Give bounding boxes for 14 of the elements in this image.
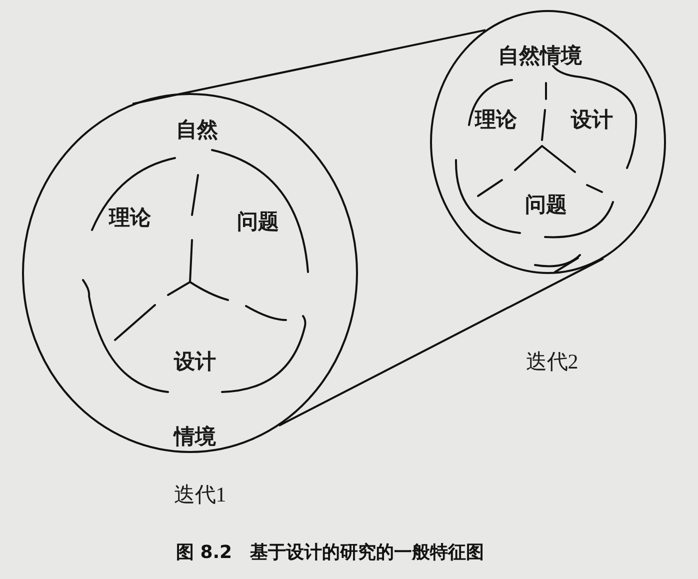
circle-label: 自然 bbox=[176, 118, 218, 142]
iteration-label: 迭代1 bbox=[174, 483, 226, 507]
sector-label: 理论 bbox=[475, 108, 517, 132]
sector-label: 问题 bbox=[237, 210, 279, 234]
circle-label: 自然情境 bbox=[498, 44, 582, 68]
iteration-label: 迭代2 bbox=[526, 350, 578, 374]
sector-label: 设计 bbox=[571, 108, 613, 132]
connecting-line bbox=[132, 29, 486, 105]
figure-caption: 图 8.2 基于设计的研究的一般特征图 bbox=[176, 541, 484, 564]
sector-label: 问题 bbox=[525, 193, 567, 217]
circle-label: 情境 bbox=[174, 425, 216, 449]
sector-label: 理论 bbox=[109, 206, 151, 230]
connecting-line bbox=[278, 258, 604, 427]
sector-label: 设计 bbox=[174, 350, 216, 374]
